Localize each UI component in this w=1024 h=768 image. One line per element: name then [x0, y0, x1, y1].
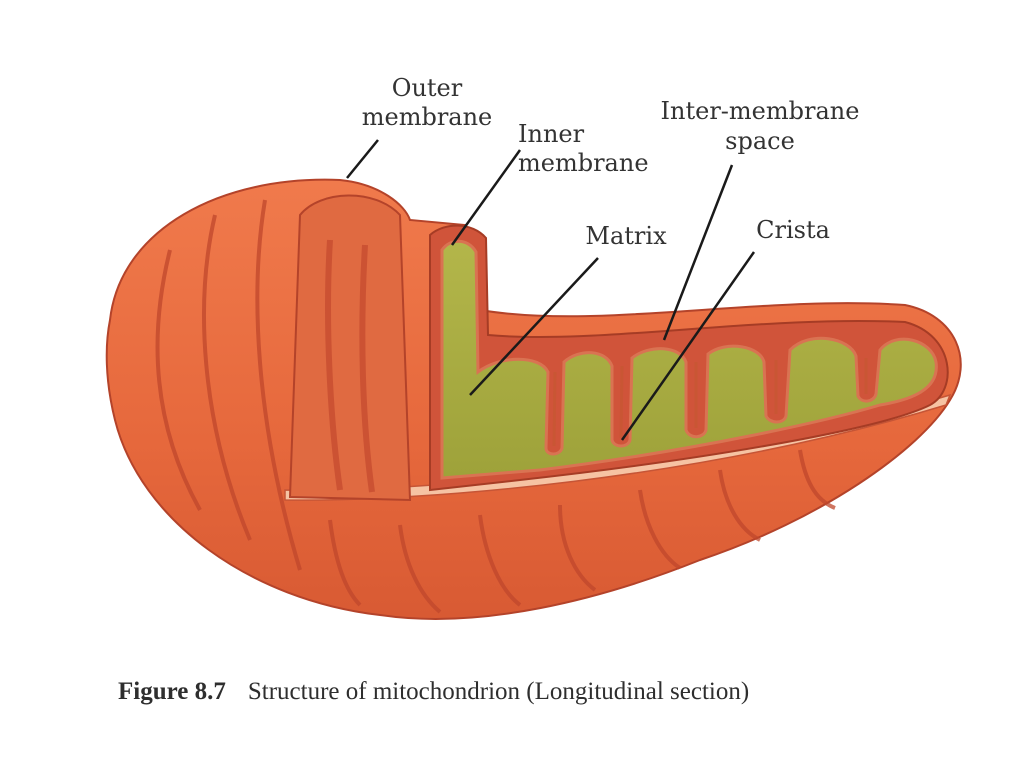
label-inner-membrane: Inner membrane: [518, 120, 668, 178]
figure-number: Figure 8.7: [118, 678, 226, 705]
leader-matrix: [469, 257, 599, 396]
label-crista: Crista: [746, 216, 840, 244]
leader-inner-membrane: [450, 149, 522, 246]
leader-lines: [346, 139, 756, 441]
outer-ridges: [155, 199, 836, 614]
inner-membrane-shell: [429, 224, 949, 492]
label-inter-membrane-space: Inter-membrane space: [646, 96, 874, 156]
label-outer-membrane-text: Outer membrane: [361, 74, 493, 131]
leader-outer-membrane: [346, 139, 379, 179]
label-outer-membrane: Outer membrane: [352, 74, 502, 132]
label-inter-membrane-space-text: Inter-membrane space: [660, 97, 860, 155]
label-crista-text: Crista: [756, 216, 830, 244]
leader-inter-membrane-space: [662, 164, 734, 341]
label-matrix: Matrix: [578, 222, 674, 250]
figure-caption: Figure 8.7 Structure of mitochondrion (Lo…: [118, 678, 978, 706]
matrix-region: [440, 239, 938, 480]
leader-crista: [620, 251, 756, 441]
label-inner-membrane-text: Inner membrane: [518, 120, 649, 177]
label-matrix-text: Matrix: [585, 222, 667, 250]
outer-cut-wall: [288, 194, 412, 502]
crista-folds: [552, 358, 868, 447]
figure-caption-text: Structure of mitochondrion (Longitudinal…: [247, 678, 750, 705]
